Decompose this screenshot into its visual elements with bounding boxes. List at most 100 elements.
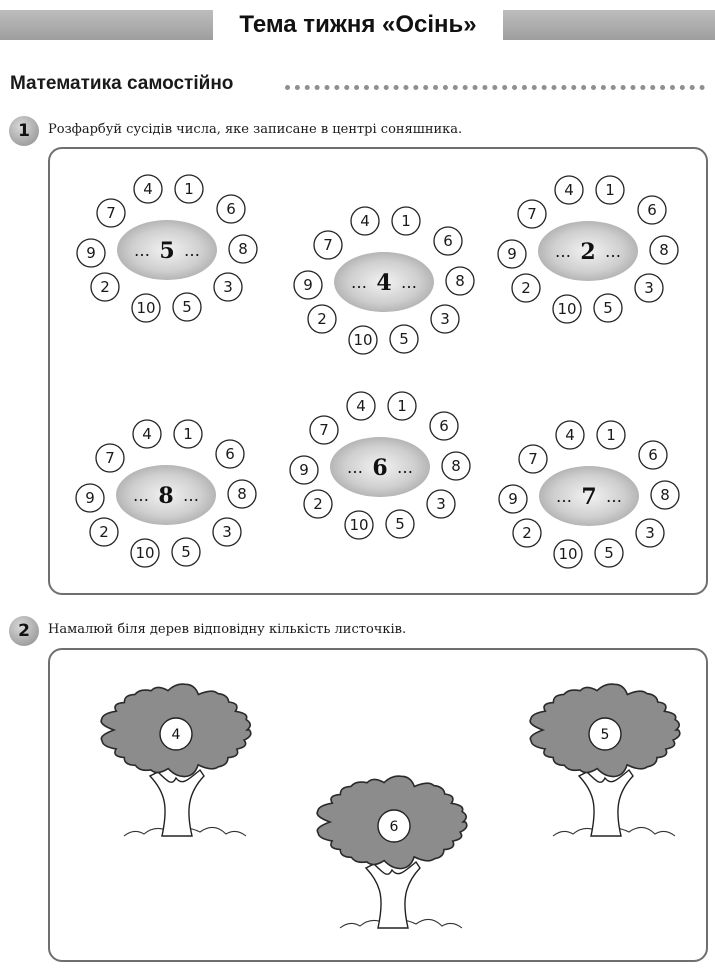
petal-number: 6 <box>647 201 657 219</box>
petal-circle[interactable] <box>649 235 679 265</box>
tree-trunk <box>577 768 634 837</box>
petal-number: 6 <box>648 446 658 464</box>
petal-circle[interactable] <box>596 420 626 450</box>
petal-circle[interactable] <box>172 292 202 322</box>
petal-circle[interactable] <box>385 509 415 539</box>
petal-circle[interactable] <box>171 537 201 567</box>
petal-number: 5 <box>182 298 192 316</box>
petal-circle[interactable] <box>498 484 528 514</box>
tree-number: 4 <box>172 727 181 743</box>
tree: 4 <box>100 683 252 837</box>
petal-number: 4 <box>356 397 366 415</box>
petal-circle[interactable] <box>387 391 417 421</box>
petal-circle[interactable] <box>512 518 542 548</box>
petal-circle[interactable] <box>76 238 106 268</box>
petal-circle[interactable] <box>227 479 257 509</box>
petal-circle[interactable] <box>216 194 246 224</box>
petal-number: 3 <box>644 279 654 297</box>
petal-circle[interactable] <box>389 324 419 354</box>
petal-number: 1 <box>605 181 615 199</box>
petal-number: 2 <box>99 523 109 541</box>
petal-circle[interactable] <box>634 273 664 303</box>
petal-circle[interactable] <box>174 174 204 204</box>
petal-number: 2 <box>521 279 531 297</box>
trees-canvas: 465 <box>100 683 681 929</box>
petal-circle[interactable] <box>593 293 623 323</box>
petal-circle[interactable] <box>96 198 126 228</box>
petal-circle[interactable] <box>213 272 243 302</box>
petal-circle[interactable] <box>426 489 456 519</box>
petal-circle[interactable] <box>430 304 460 334</box>
petal-circle[interactable] <box>553 539 583 569</box>
petal-circle[interactable] <box>89 517 119 547</box>
petal-number: 8 <box>455 272 465 290</box>
petal-circle[interactable] <box>517 199 547 229</box>
petal-circle[interactable] <box>346 391 376 421</box>
petal-circle[interactable] <box>595 175 625 205</box>
task-2-instruction: Намалюй біля дерев відповідну кількість … <box>48 622 407 637</box>
petal-circle[interactable] <box>594 538 624 568</box>
petal-circle[interactable] <box>130 538 160 568</box>
petal-number: 3 <box>645 524 655 542</box>
petal-circle[interactable] <box>552 294 582 324</box>
petal-circle[interactable] <box>518 444 548 474</box>
petal-circle[interactable] <box>303 489 333 519</box>
petal-circle[interactable] <box>313 230 343 260</box>
petal-number: 8 <box>237 485 247 503</box>
petal-number: 10 <box>557 300 576 318</box>
petal-circle[interactable] <box>497 239 527 269</box>
petal-circle[interactable] <box>133 174 163 204</box>
petal-number: 8 <box>238 240 248 258</box>
petal-circle[interactable] <box>350 206 380 236</box>
petal-circle[interactable] <box>132 419 162 449</box>
petal-circle[interactable] <box>635 518 665 548</box>
petal-circle[interactable] <box>555 420 585 450</box>
petal-circle[interactable] <box>307 304 337 334</box>
section-divider <box>285 85 705 90</box>
tree-number: 5 <box>601 727 610 743</box>
petal-number: 9 <box>303 276 313 294</box>
petal-circle[interactable] <box>228 234 258 264</box>
petal-circle[interactable] <box>511 273 541 303</box>
petal-circle[interactable] <box>75 483 105 513</box>
petal-number: 1 <box>397 397 407 415</box>
petal-circle[interactable] <box>344 510 374 540</box>
petal-number: 10 <box>349 516 368 534</box>
flower-center <box>116 465 216 525</box>
petal-circle[interactable] <box>95 443 125 473</box>
petal-circle[interactable] <box>215 439 245 469</box>
petal-circle[interactable] <box>433 226 463 256</box>
petal-number: 10 <box>353 331 372 349</box>
petal-number: 4 <box>142 425 152 443</box>
petal-number: 2 <box>317 310 327 328</box>
petal-circle[interactable] <box>554 175 584 205</box>
petal-circle[interactable] <box>309 415 339 445</box>
petal-number: 5 <box>603 299 613 317</box>
left-blank: … <box>556 487 572 506</box>
petal-circle[interactable] <box>650 480 680 510</box>
petal-circle[interactable] <box>293 270 323 300</box>
petal-number: 4 <box>564 181 574 199</box>
petal-circle[interactable] <box>445 266 475 296</box>
petal-circle[interactable] <box>637 195 667 225</box>
tree-number-circle <box>377 809 411 843</box>
petal-number: 5 <box>395 515 405 533</box>
petal-circle[interactable] <box>90 272 120 302</box>
petal-circle[interactable] <box>212 517 242 547</box>
petal-circle[interactable] <box>173 419 203 449</box>
petal-circle[interactable] <box>131 293 161 323</box>
task-1-badge: 1 <box>9 116 39 146</box>
petal-circle[interactable] <box>391 206 421 236</box>
petal-circle[interactable] <box>348 325 378 355</box>
petal-circle[interactable] <box>638 440 668 470</box>
petal-circle[interactable] <box>441 451 471 481</box>
right-blank: … <box>397 458 413 477</box>
petal-circle[interactable] <box>289 455 319 485</box>
tree-trunk <box>364 860 421 929</box>
petal-circle[interactable] <box>429 411 459 441</box>
flower-center <box>538 221 638 281</box>
petal-number: 1 <box>606 426 616 444</box>
